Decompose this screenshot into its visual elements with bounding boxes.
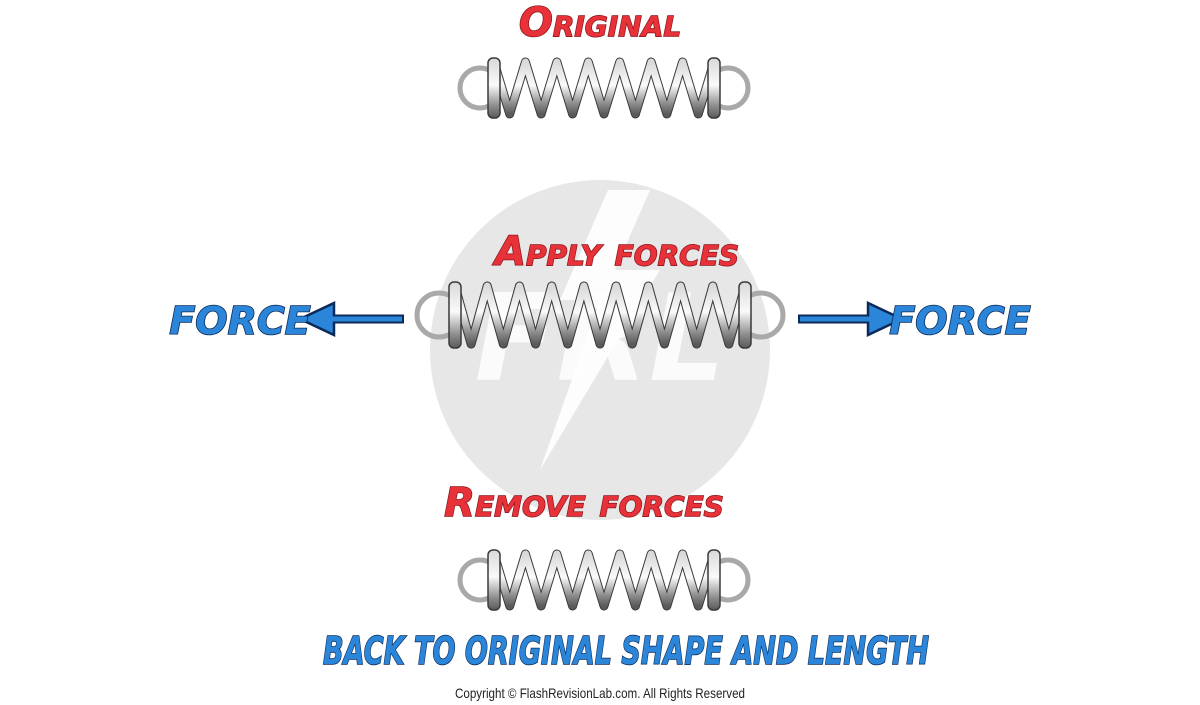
spring-coil — [490, 550, 718, 610]
force-label-right: FORCE — [889, 299, 1030, 343]
spring-cap-left — [448, 281, 462, 349]
coil-spring-icon — [457, 549, 751, 611]
spring-cap-left — [487, 57, 501, 119]
force-label-left: FORCE — [169, 299, 310, 343]
spring-coil — [490, 58, 718, 118]
copyright-notice: Copyright © FlashRevisionLab.com. All Ri… — [455, 685, 745, 701]
remove-forces-title: Remove forces — [444, 480, 724, 526]
arrow-icon — [798, 301, 905, 337]
spring-cap-right — [707, 549, 721, 611]
original-title: Original — [519, 0, 681, 46]
coil-spring-icon — [414, 281, 786, 349]
spring-cap-right — [707, 57, 721, 119]
arrow-icon — [297, 301, 404, 337]
spring-coil — [451, 282, 749, 348]
result-caption: BACK TO ORIGINAL SHAPE AND LENGTH — [323, 629, 929, 673]
spring-cap-left — [487, 549, 501, 611]
apply-forces-title: Apply forces — [492, 229, 739, 275]
spring-cap-right — [738, 281, 752, 349]
coil-spring-icon — [457, 57, 751, 119]
